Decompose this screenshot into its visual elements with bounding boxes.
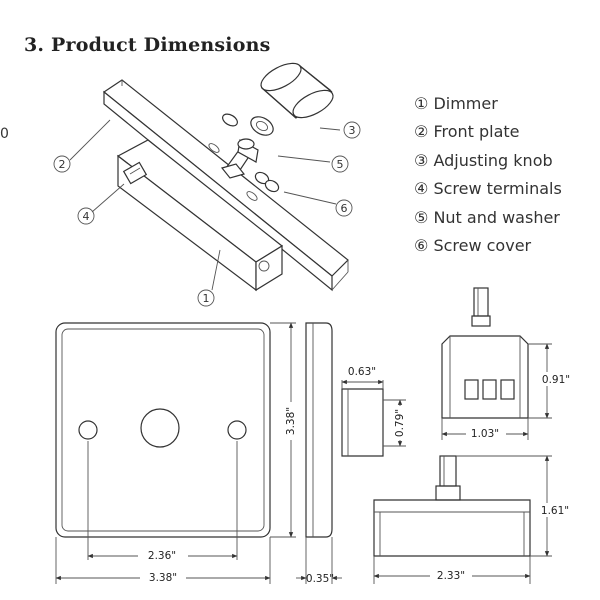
svg-text:3.38": 3.38" [285, 407, 297, 435]
svg-text:2.36": 2.36" [148, 550, 176, 562]
front-view [55, 322, 296, 584]
legend-item-screw-terminals: ④ Screw terminals [414, 175, 562, 203]
legend-item-adjusting-knob: ③ Adjusting knob [414, 147, 562, 175]
exploded-view: 2 4 1 3 5 6 [53, 62, 361, 307]
svg-text:4: 4 [83, 210, 90, 223]
legend-label: Screw terminals [433, 179, 562, 199]
legend-label: Nut and washer [433, 207, 560, 227]
dimmer-body-front: 1.03" 0.91" [441, 287, 576, 440]
shaft-iso [220, 138, 259, 179]
callout-5: 5 [331, 155, 349, 173]
legend-label: Screw cover [433, 235, 532, 255]
svg-text:3.38": 3.38" [149, 572, 177, 584]
legend-marker: ⑥ [414, 235, 429, 255]
legend-marker: ① [414, 94, 429, 113]
dimmer-body-iso [116, 139, 284, 292]
svg-text:6: 6 [341, 202, 348, 215]
svg-text:5: 5 [337, 158, 344, 171]
nut-washer-iso [222, 113, 274, 136]
knob-side-view: 0.63" 0.79" [341, 366, 406, 457]
legend-item-front-plate: ② Front plate [414, 118, 562, 146]
svg-text:3: 3 [349, 124, 356, 137]
legend-label: Adjusting knob [433, 150, 553, 170]
svg-text:2: 2 [59, 158, 66, 171]
svg-text:1.03": 1.03" [471, 428, 499, 440]
legend-marker: ④ [414, 179, 429, 199]
svg-text:2.33": 2.33" [437, 570, 465, 582]
stray-mark: 0 [0, 126, 9, 142]
callout-1: 1 [197, 289, 215, 307]
plate-side-view: 0.35" [296, 322, 342, 585]
legend-marker: ② [414, 122, 429, 142]
section-title: 3. Product Dimensions [24, 34, 271, 56]
dim-screw-spacing: 2.36" [87, 548, 238, 562]
knob-iso [260, 62, 334, 119]
legend-item-nut-and-washer: ⑤ Nut and washer [414, 204, 562, 232]
callout-3: 3 [343, 121, 361, 139]
legend-item-screw-cover: ⑥ Screw cover [414, 232, 562, 260]
svg-text:0.79": 0.79" [394, 409, 406, 437]
svg-text:0.35": 0.35" [306, 573, 334, 585]
legend-label: Dimmer [433, 94, 498, 113]
svg-text:1.61": 1.61" [541, 505, 569, 517]
legend-item-dimmer: ① Dimmer [414, 90, 562, 118]
callout-6: 6 [335, 199, 353, 217]
legend-marker: ③ [414, 150, 429, 170]
parts-legend: ① Dimmer ② Front plate ③ Adjusting knob … [414, 90, 562, 260]
callout-2: 2 [53, 155, 71, 173]
dim-plate-height: 3.38" [280, 322, 302, 538]
dim-plate-width: 3.38" [55, 570, 271, 584]
legend-label: Front plate [433, 122, 520, 142]
screw-covers-iso [254, 171, 280, 193]
svg-text:1: 1 [203, 292, 210, 305]
legend-marker: ⑤ [414, 207, 429, 227]
dimmer-side-view: 1.61" 2.33" [373, 455, 574, 584]
svg-text:0.91": 0.91" [542, 374, 570, 386]
callout-4: 4 [77, 207, 95, 225]
svg-text:0.63": 0.63" [348, 366, 376, 378]
